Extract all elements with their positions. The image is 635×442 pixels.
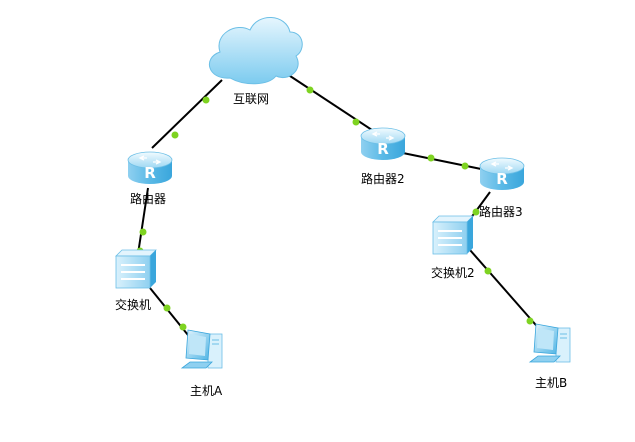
router-icon[interactable]: R (127, 151, 173, 184)
link-internet-router1[interactable] (151, 79, 223, 149)
svg-text:R: R (377, 140, 389, 158)
router3-label: 路由器3 (479, 205, 523, 219)
router2-label: 路由器2 (361, 172, 405, 186)
port-dot (484, 267, 492, 275)
port-dot (179, 323, 187, 331)
hostB-label: 主机B (535, 376, 568, 390)
port-dot (171, 131, 179, 139)
link-router1-switch1[interactable] (137, 187, 149, 255)
pc-icon[interactable] (528, 323, 571, 363)
port-dot (202, 96, 210, 104)
switch1-label: 交换机 (115, 298, 152, 312)
router1-label: 路由器 (130, 192, 167, 206)
switch-icon[interactable] (115, 249, 157, 289)
port-dot (526, 317, 534, 325)
switch-icon[interactable] (432, 215, 474, 255)
port-dot (427, 154, 435, 162)
port-dot (139, 228, 147, 236)
port-dot (352, 118, 360, 126)
port-dot (306, 86, 314, 94)
port-dot (472, 208, 480, 216)
svg-text:R: R (144, 164, 156, 182)
link-router2-router3[interactable] (397, 151, 487, 171)
link-switch1-hostA[interactable] (149, 287, 193, 341)
internet-label: 互联网 (233, 92, 270, 106)
port-dot (163, 304, 171, 312)
port-dot (461, 162, 469, 170)
router-icon[interactable]: R (360, 127, 406, 160)
router-icon[interactable]: R (479, 157, 525, 190)
switch2-label: 交换机2 (431, 266, 475, 280)
pc-icon[interactable] (180, 329, 223, 369)
svg-text:R: R (496, 170, 508, 188)
hostA-label: 主机A (190, 384, 223, 398)
cloud-icon[interactable] (208, 17, 303, 85)
